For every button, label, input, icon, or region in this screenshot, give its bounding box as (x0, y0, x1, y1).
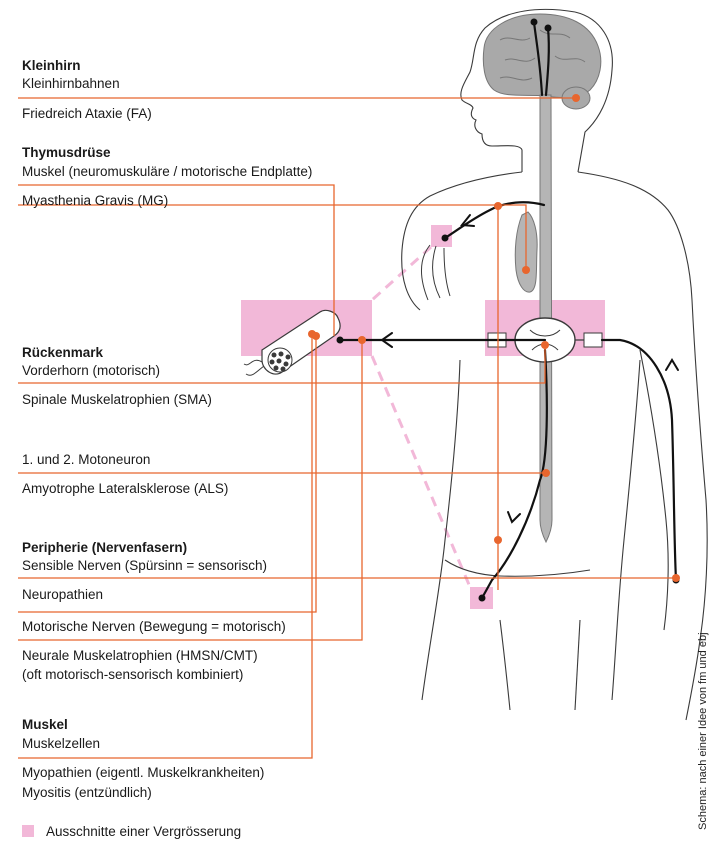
label-myopathien: Myopathien (eigentl. Muskelkrankheiten) (22, 765, 264, 780)
label-muskelzellen: Muskelzellen (22, 736, 100, 751)
label-sensible-nerven: Sensible Nerven (Spürsinn = sensorisch) (22, 558, 267, 573)
label-kleinhirnbahnen: Kleinhirnbahnen (22, 76, 120, 91)
label-neurale-muskelatrophien: Neurale Muskelatrophien (HMSN/CMT) (22, 648, 258, 663)
section-heading-kleinhirn: Kleinhirn (22, 58, 81, 73)
label-vorderhorn: Vorderhorn (motorisch) (22, 363, 160, 378)
section-heading-muskel: Muskel (22, 717, 68, 732)
label-neuropathien: Neuropathien (22, 587, 103, 602)
label-friedreich-ataxie: Friedreich Ataxie (FA) (22, 106, 152, 121)
legend-label: Ausschnitte einer Vergrösserung (46, 824, 241, 839)
label-myasthenia-gravis: Myasthenia Gravis (MG) (22, 193, 168, 208)
section-heading-thymusdruese: Thymusdrüse (22, 145, 111, 160)
section-heading-rueckenmark: Rückenmark (22, 345, 104, 360)
legend: Ausschnitte einer Vergrösserung (22, 824, 241, 839)
labels: Kleinhirn Kleinhirnbahnen Friedreich Ata… (22, 58, 312, 800)
section-heading-peripherie: Peripherie (Nervenfasern) (22, 540, 187, 555)
label-motorisch-sensorisch: (oft motorisch-sensorisch kombiniert) (22, 667, 243, 682)
label-motorische-nerven: Motorische Nerven (Bewegung = motorisch) (22, 619, 286, 634)
body-silhouette (402, 9, 707, 720)
label-sma: Spinale Muskelatrophien (SMA) (22, 392, 212, 407)
label-als: Amyotrophe Lateralsklerose (ALS) (22, 481, 228, 496)
label-myositis: Myositis (entzündlich) (22, 785, 152, 800)
label-muskel-endplatte: Muskel (neuromuskuläre / motorische Endp… (22, 164, 312, 179)
zoom-link-lower (372, 356, 470, 587)
credit-text: Schema: nach einer Idee von fm und ebj (697, 632, 709, 830)
label-motoneuron: 1. und 2. Motoneuron (22, 452, 150, 467)
pink-square-icon (22, 825, 34, 837)
